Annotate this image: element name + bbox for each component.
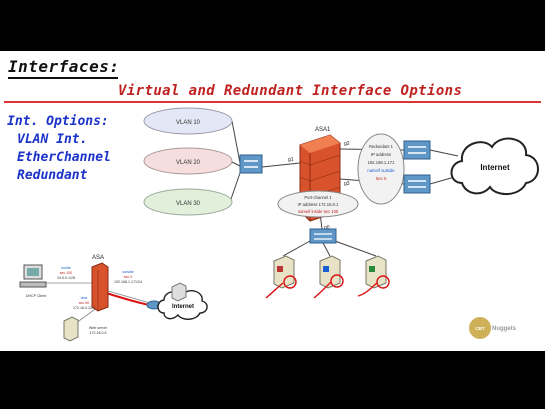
switch-icon-bottom-right bbox=[403, 174, 431, 194]
network-diagram-top: VLAN 10 VLAN 20 VLAN 30 ASA1 g1 g2 g3 g0… bbox=[143, 107, 539, 299]
logo-line2: Nuggets bbox=[492, 326, 517, 332]
firewall-label: ASA1 bbox=[315, 127, 331, 133]
vlan20-oval bbox=[143, 147, 233, 175]
vlan30-oval bbox=[143, 188, 233, 216]
server-icon-3 bbox=[365, 255, 387, 289]
vlan20-label: VLAN 20 bbox=[176, 160, 201, 166]
slide-subtitle: Virtual and Redundant Interface Options bbox=[118, 83, 463, 99]
vlan10-oval bbox=[143, 107, 233, 135]
portchannel-note-line3: nameif inside sec 100 bbox=[298, 209, 339, 214]
client-label: DHCP Client bbox=[26, 294, 46, 298]
outside-label-2: sec 0 bbox=[124, 275, 133, 279]
subtitle-divider bbox=[4, 101, 541, 103]
switch-icon bbox=[239, 154, 263, 174]
portchannel-note-line2: IP address 172.16.0.1 bbox=[298, 202, 340, 207]
redundant-note-line1: Redundant 1 bbox=[369, 144, 394, 149]
options-heading: Int. Options: bbox=[7, 114, 109, 129]
small-box-icon bbox=[171, 282, 187, 302]
inside-label-1: inside bbox=[61, 266, 70, 270]
portchannel-note bbox=[277, 190, 359, 218]
vlan10-label: VLAN 10 bbox=[176, 120, 201, 126]
small-internet-label: Internet bbox=[172, 304, 194, 310]
redundant-note bbox=[357, 133, 405, 205]
option-redundant: Redundant bbox=[17, 168, 88, 183]
slide-title: Interfaces: bbox=[8, 57, 120, 76]
switch-icon-top-right bbox=[403, 140, 431, 160]
dmz-label-1: dmz bbox=[81, 296, 88, 300]
small-asa-label: ASA bbox=[92, 255, 104, 261]
server-label-2: 172.16.0.5 bbox=[90, 331, 107, 335]
dmz-label-3: 172.16.0.1/24 bbox=[73, 306, 95, 310]
redundant-note-line4: nameif outside bbox=[367, 168, 395, 173]
outside-label-1: outside bbox=[122, 270, 134, 274]
option-vlan: VLAN Int. bbox=[17, 132, 88, 147]
server-label-1: Web server bbox=[89, 326, 108, 330]
port-g1: g1 bbox=[288, 157, 294, 163]
portchannel-note-line1: Port-channel 1 bbox=[304, 195, 332, 200]
inside-label-3: 10.0.0.1/28 bbox=[57, 276, 75, 280]
port-g3: g3 bbox=[344, 181, 350, 187]
server-icon-1 bbox=[273, 255, 295, 289]
small-firewall-icon bbox=[91, 262, 109, 312]
server-icon-2 bbox=[319, 255, 341, 289]
switch-icon-lower bbox=[309, 228, 337, 244]
slide-canvas: Interfaces: Virtual and Redundant Interf… bbox=[0, 51, 545, 351]
port-g2: g2 bbox=[344, 141, 350, 147]
vlan30-label: VLAN 30 bbox=[176, 201, 201, 207]
small-cloud-icon bbox=[157, 290, 208, 320]
redundant-note-line3: 192.168.1.171 bbox=[368, 160, 395, 165]
red-annotations bbox=[265, 274, 390, 299]
options-list: Int. Options: VLAN Int. EtherChannel Red… bbox=[7, 113, 111, 185]
pc-icon bbox=[19, 264, 47, 288]
network-diagram-small: DHCP Client ASA inside sec 100 10.0.0.1/… bbox=[19, 255, 208, 342]
title-underline bbox=[8, 77, 118, 79]
outside-label-3: 192.168.1.171/24 bbox=[114, 280, 142, 284]
internet-label: Internet bbox=[480, 163, 510, 172]
inside-label-2: sec 100 bbox=[60, 271, 73, 275]
option-etherchannel: EtherChannel bbox=[17, 150, 111, 165]
small-server-icon bbox=[63, 316, 79, 342]
redundant-note-line2: IP address bbox=[371, 152, 391, 157]
dmz-label-2: sec 50 bbox=[79, 301, 90, 305]
port-g0: g0 bbox=[324, 225, 330, 231]
cbt-logo: CBT Nuggets bbox=[469, 317, 517, 339]
cloud-icon bbox=[450, 137, 539, 195]
redundant-note-line5: Sec 0 bbox=[376, 176, 387, 181]
logo-line1: CBT bbox=[475, 326, 484, 331]
